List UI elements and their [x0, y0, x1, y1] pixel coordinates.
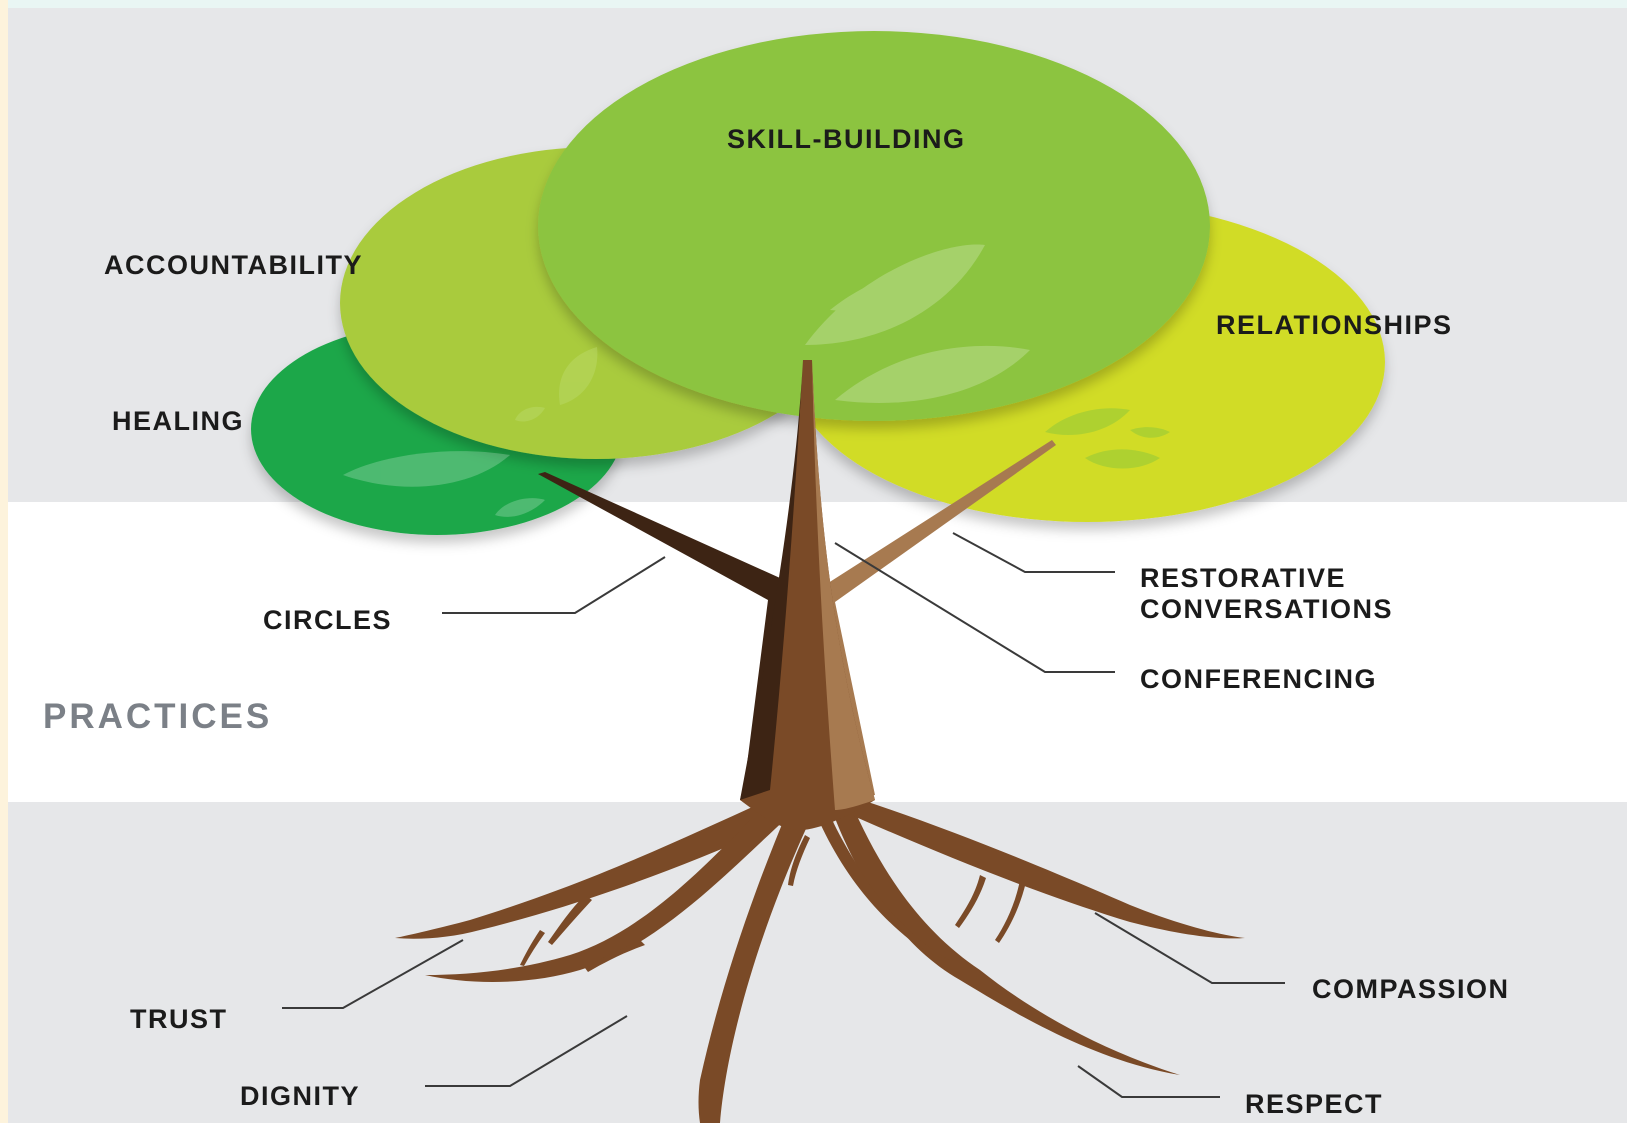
trunk-highlight	[812, 360, 875, 810]
bottom-band	[8, 802, 1627, 1123]
leader-compassion	[1094, 912, 1285, 984]
leader-circles	[442, 556, 666, 614]
label-healing: HEALING	[112, 406, 244, 436]
skill-building-circle	[538, 31, 1210, 421]
leader-conferencing	[834, 542, 1115, 673]
leader-dignity	[425, 1015, 628, 1087]
section-label-practices: PRACTICES	[43, 697, 273, 736]
trunk-shadow	[740, 360, 803, 800]
label-dignity: DIGNITY	[240, 1081, 361, 1111]
leader-lines	[282, 532, 1285, 1098]
label-relationships: RELATIONSHIPS	[1216, 310, 1453, 340]
label-compassion: COMPASSION	[1312, 974, 1510, 1004]
label-circles: CIRCLES	[263, 605, 393, 635]
leader-respect	[1077, 1065, 1220, 1098]
label-restorative-line2: CONVERSATIONS	[1140, 594, 1394, 624]
label-skill-building: SKILL-BUILDING	[727, 124, 966, 154]
label-restorative-line1: RESTORATIVE	[1140, 563, 1347, 593]
left-edge-strip	[0, 0, 8, 1123]
label-respect: RESPECT	[1245, 1089, 1384, 1119]
leader-restorative	[952, 532, 1115, 573]
label-accountability: ACCOUNTABILITY	[104, 250, 363, 280]
label-conferencing: CONFERENCING	[1140, 664, 1378, 694]
label-trust: TRUST	[130, 1004, 228, 1034]
leaf-decoration	[343, 244, 1030, 517]
leaf-decoration-small	[515, 347, 1170, 469]
leader-trust	[282, 939, 464, 1009]
